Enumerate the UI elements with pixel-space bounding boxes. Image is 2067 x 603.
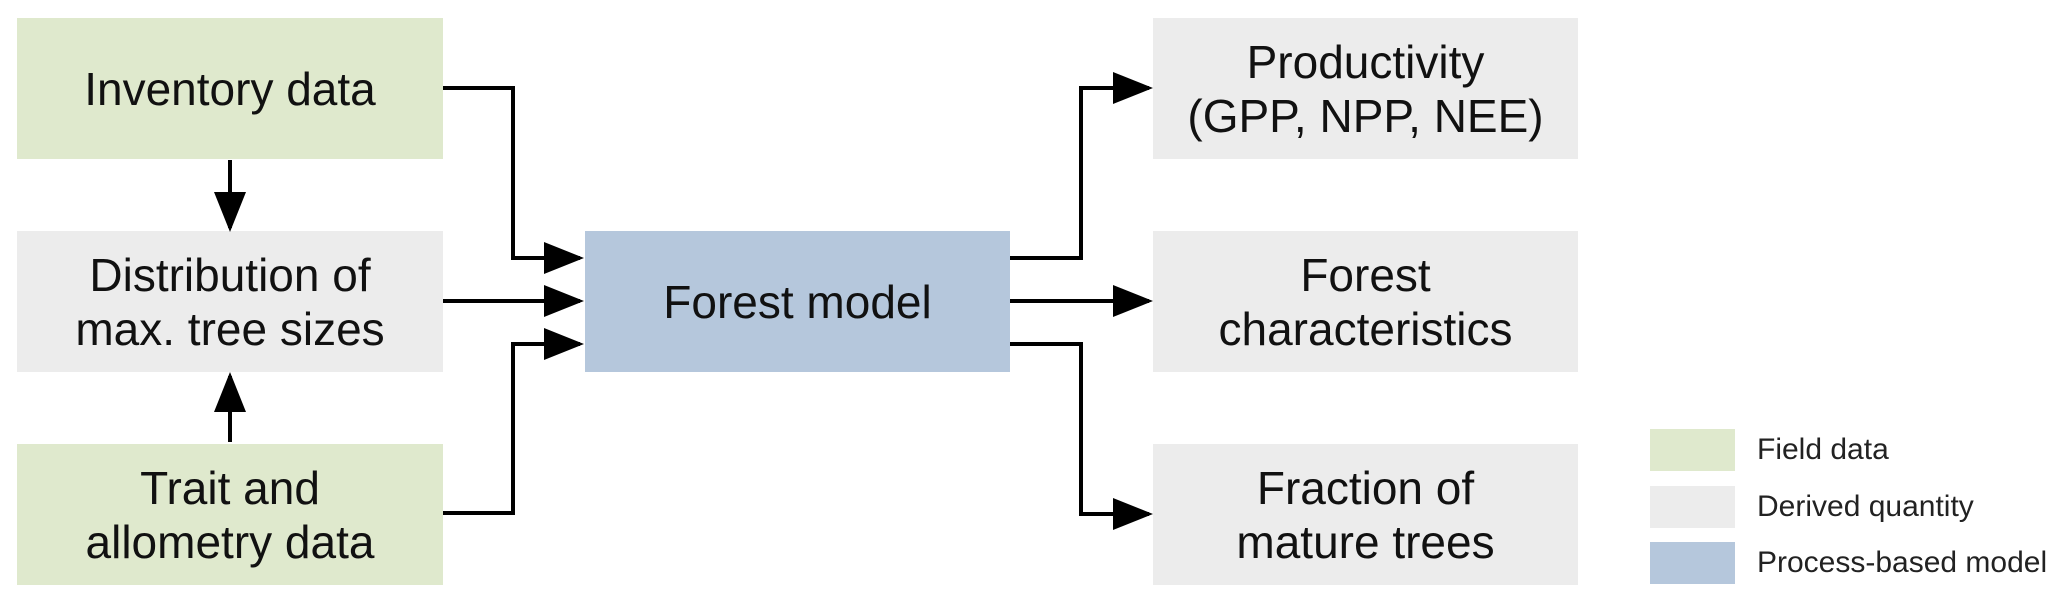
node-mature-label-line2: mature trees: [1236, 515, 1495, 568]
node-inventory-data: Inventory data: [17, 18, 443, 159]
node-distribution-label-line1: Distribution of: [89, 248, 371, 301]
node-productivity: Productivity (GPP, NPP, NEE): [1153, 18, 1578, 159]
legend-label-field-data: Field data: [1757, 433, 1889, 466]
node-distribution-max-tree-sizes: Distribution of max. tree sizes: [17, 231, 443, 372]
node-productivity-label-line2: (GPP, NPP, NEE): [1187, 89, 1544, 142]
node-mature-label-line1: Fraction of: [1256, 461, 1475, 514]
node-fraction-mature-trees: Fraction of mature trees: [1153, 444, 1578, 585]
node-characteristics-label-line2: characteristics: [1218, 302, 1513, 355]
arrow-inventory-to-forest-model: [443, 86, 584, 274]
node-forest-model-label: Forest model: [663, 275, 932, 328]
node-trait-label-line2: allometry data: [85, 515, 375, 568]
node-characteristics-label-line1: Forest: [1300, 248, 1431, 301]
node-forest-model: Forest model: [585, 231, 1010, 372]
node-productivity-label-line1: Productivity: [1246, 35, 1485, 88]
arrow-forest-model-to-mature-trees: [1010, 342, 1153, 530]
node-distribution-label-line2: max. tree sizes: [75, 302, 385, 355]
legend-swatch-field-data: [1650, 429, 1735, 471]
legend-label-process-based-model: Process-based model: [1757, 546, 2048, 579]
legend-swatch-process-based-model: [1650, 542, 1735, 584]
node-forest-characteristics: Forest characteristics: [1153, 231, 1578, 372]
node-trait-allometry-data: Trait and allometry data: [17, 444, 443, 585]
arrow-trait-to-forest-model: [443, 328, 584, 515]
legend-label-derived-quantity: Derived quantity: [1757, 490, 1974, 523]
node-inventory-data-label: Inventory data: [84, 62, 376, 115]
legend-swatch-derived-quantity: [1650, 486, 1735, 528]
arrow-forest-model-to-productivity: [1010, 72, 1153, 260]
node-trait-label-line1: Trait and: [140, 461, 320, 514]
